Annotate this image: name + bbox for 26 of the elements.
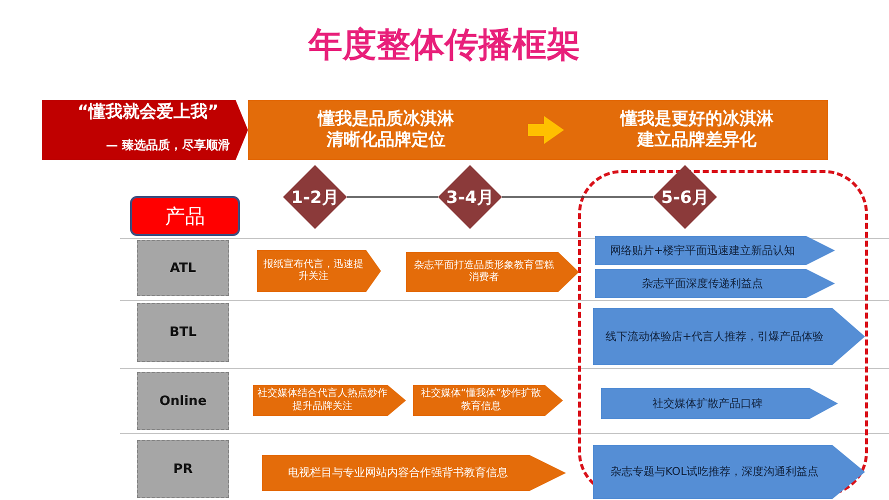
activity-box: 社交媒体扩散产品口碑 [601,388,838,419]
channel-header: PR [137,440,229,498]
channel-header: Online [137,372,229,430]
month-diamond: 3-4月 [438,165,502,229]
activity-box: 杂志专题与KOL试吃推荐，深度沟通利益点 [593,445,865,499]
slogan-subtext: — 臻选品质，尽享顺滑 [104,137,232,154]
activity-box: 杂志平面深度传递利益点 [595,269,835,298]
activity-box: 社交媒体“懂我体”炒作扩散教育信息 [413,385,563,416]
activity-box: 社交媒体结合代言人热点炒作提升品牌关注 [253,385,406,416]
activity-box: 报纸宣布代言，迅速提升关注 [257,250,381,292]
timeline-line [502,196,653,198]
activity-box: 电视栏目与专业网站内容合作强背书教育信息 [262,455,566,491]
title: 年度整体传播框架 [306,24,582,67]
slogan-text: “懂我就会爱上我” [76,101,220,124]
timeline-line [347,196,438,198]
arrow [528,116,564,144]
channel-header: BTL [137,303,229,362]
product-tag: 产品 [130,196,240,236]
slogan-banner [42,100,248,160]
month-diamond: 1-2月 [283,165,347,229]
activity-box: 网络贴片+楼宇平面迅速建立新品认知 [595,236,835,265]
activity-box: 杂志平面打造品质形象教育雪糕消费者 [406,252,579,292]
channel-header: ATL [137,240,229,296]
month-diamond: 5-6月 [653,165,717,229]
activity-box: 线下流动体验店+代言人推荐，引爆产品体验 [593,308,865,365]
highlight-frame [578,170,868,496]
